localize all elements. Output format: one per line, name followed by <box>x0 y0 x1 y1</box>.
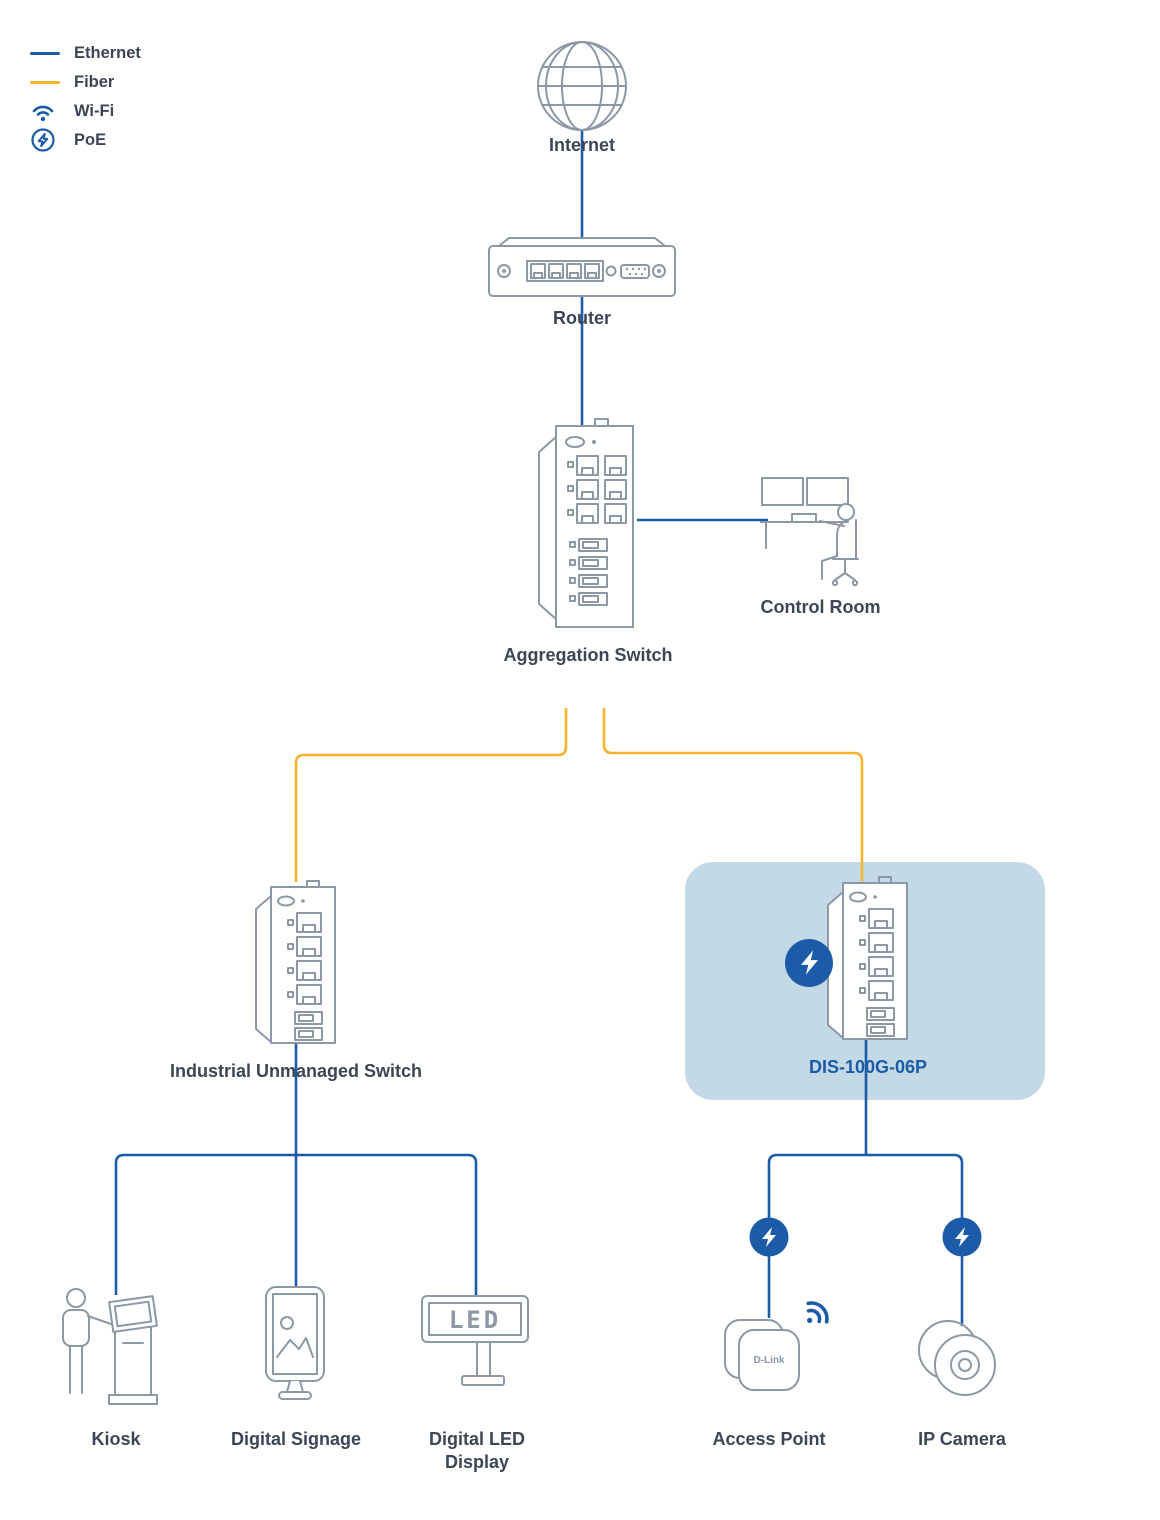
led-display-label: Digital LED Display <box>428 1429 525 1473</box>
fiber-line-aggregation-industrial <box>294 708 568 882</box>
router-node <box>487 236 677 298</box>
globe-icon <box>537 41 627 131</box>
control-room-label: Control Room <box>760 597 881 617</box>
dis-switch-label: DIS-100G-06P <box>808 1057 928 1077</box>
fiber-line-swatch <box>30 80 60 84</box>
ip-camera-node <box>908 1312 1008 1408</box>
digital-signage-node <box>260 1285 332 1405</box>
control-room-node <box>760 476 865 591</box>
dis-switch-icon <box>827 876 908 1040</box>
access-point-node: D-Link <box>717 1298 842 1403</box>
ip-camera-icon <box>918 1320 996 1396</box>
legend-item-wifi: Wi-Fi <box>30 100 141 122</box>
led-display-icon: LED <box>421 1295 529 1386</box>
legend: Ethernet Fiber Wi-Fi <box>30 42 141 152</box>
poe-badge-icon <box>749 1217 789 1257</box>
kiosk-node <box>55 1283 167 1415</box>
ip-camera-label: IP Camera <box>918 1429 1006 1449</box>
aggregation-switch-label: Aggregation Switch <box>503 645 673 665</box>
industrial-switch-label: Industrial Unmanaged Switch <box>169 1061 423 1081</box>
ethernet-line-dis-access-point <box>767 1153 866 1318</box>
access-point-label: Access Point <box>712 1429 826 1449</box>
access-point-icon: D-Link <box>724 1301 829 1391</box>
legend-label-ethernet: Ethernet <box>74 43 141 62</box>
dis-switch-node <box>823 876 913 1046</box>
legend-item-poe: PoE <box>30 128 141 152</box>
industrial-switch-icon <box>255 880 336 1044</box>
legend-label-wifi: Wi-Fi <box>74 101 115 120</box>
aggregation-switch-icon <box>538 418 634 628</box>
router-label: Router <box>553 308 611 328</box>
aggregation-switch-node <box>532 418 637 633</box>
kiosk-label: Kiosk <box>91 1429 141 1449</box>
wifi-icon <box>806 1301 829 1324</box>
legend-label-fiber: Fiber <box>74 72 115 91</box>
ethernet-line-industrial-led <box>296 1153 478 1296</box>
internet-label: Internet <box>548 135 615 155</box>
ethernet-line-industrial-kiosk <box>114 1153 296 1295</box>
kiosk-icon <box>62 1288 158 1405</box>
led-screen-text: LED <box>449 1306 501 1334</box>
industrial-switch-node <box>251 880 341 1050</box>
digital-signage-label: Digital Signage <box>230 1429 362 1449</box>
poe-badge-icon <box>942 1217 982 1257</box>
poe-badge-ip-camera <box>941 1216 983 1258</box>
wifi-icon <box>32 105 54 122</box>
legend-label-poe: PoE <box>74 130 107 149</box>
ethernet-line-dis-ip-camera <box>866 1153 964 1326</box>
internet-node <box>536 40 628 132</box>
poe-badge-access-point <box>748 1216 790 1258</box>
digital-signage-icon <box>265 1286 325 1400</box>
poe-badge-dis <box>783 937 835 989</box>
router-icon <box>488 237 676 297</box>
control-room-icon <box>760 477 859 587</box>
poe-badge-icon <box>785 939 833 987</box>
poe-icon <box>31 128 55 152</box>
fiber-line-aggregation-dis <box>602 708 864 881</box>
access-point-logo-text: D-Link <box>753 1355 785 1366</box>
led-display-node: LED <box>420 1292 530 1392</box>
legend-item-ethernet: Ethernet <box>30 42 141 64</box>
ethernet-line-swatch <box>30 51 60 55</box>
legend-item-fiber: Fiber <box>30 71 141 93</box>
